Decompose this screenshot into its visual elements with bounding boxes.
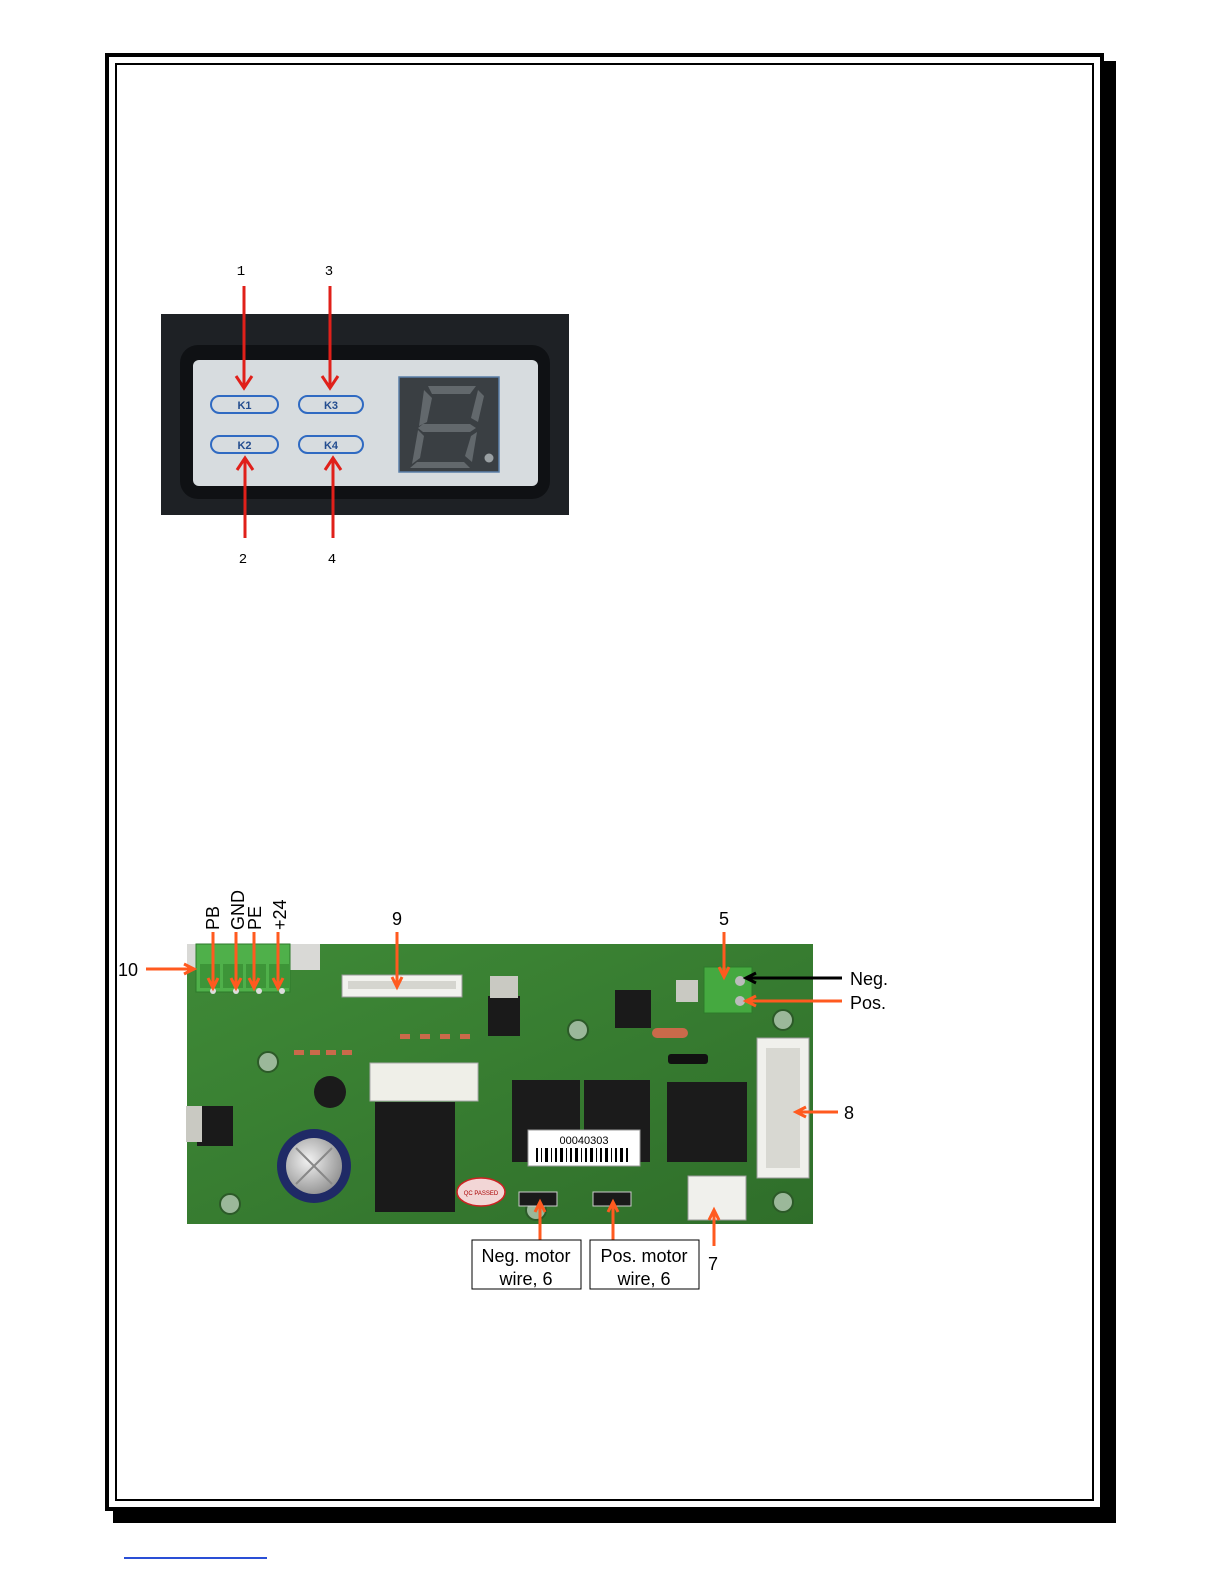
control-panel-figure: K1 K3 K2 K4 xyxy=(161,264,569,568)
neg-label: Neg. xyxy=(850,969,888,989)
svg-text:Pos. motor: Pos. motor xyxy=(600,1246,687,1266)
key-k4-label: K4 xyxy=(324,440,339,452)
pos-label: Pos. xyxy=(850,993,886,1013)
qc-passed-badge: QC PASSED xyxy=(457,1178,505,1206)
barcode-text: 00040303 xyxy=(560,1135,609,1147)
callout-7: 7 xyxy=(708,1254,718,1274)
seven-segment-display xyxy=(399,377,499,472)
barcode-sticker: 00040303 xyxy=(528,1130,640,1166)
label-plus24: +24 xyxy=(270,899,290,930)
heatsink xyxy=(375,1102,455,1212)
pos-motor-wire-box: Pos. motor wire, 6 xyxy=(590,1240,699,1289)
callout-10: 10 xyxy=(118,960,138,980)
callout-2: 2 xyxy=(239,552,247,568)
key-k2-label: K2 xyxy=(237,440,251,452)
callout-8: 8 xyxy=(844,1103,854,1123)
callout-4: 4 xyxy=(328,552,336,568)
footer-rule xyxy=(124,1557,267,1559)
terminal-5 xyxy=(704,967,752,1013)
svg-text:wire, 6: wire, 6 xyxy=(498,1269,552,1289)
key-k3-label: K3 xyxy=(324,400,338,412)
svg-text:wire, 6: wire, 6 xyxy=(616,1269,670,1289)
label-pb: PB xyxy=(203,906,223,930)
neg-motor-wire-box: Neg. motor wire, 6 xyxy=(472,1240,581,1289)
callout-5: 5 xyxy=(719,909,729,929)
callout-9: 9 xyxy=(392,909,402,929)
power-resistor xyxy=(370,1063,478,1101)
svg-text:Neg. motor: Neg. motor xyxy=(481,1246,570,1266)
callout-1: 1 xyxy=(237,264,245,280)
svg-text:QC PASSED: QC PASSED xyxy=(464,1191,499,1197)
label-pe: PE xyxy=(245,906,265,930)
callout-3: 3 xyxy=(325,264,333,280)
key-k1-label: K1 xyxy=(237,400,251,412)
